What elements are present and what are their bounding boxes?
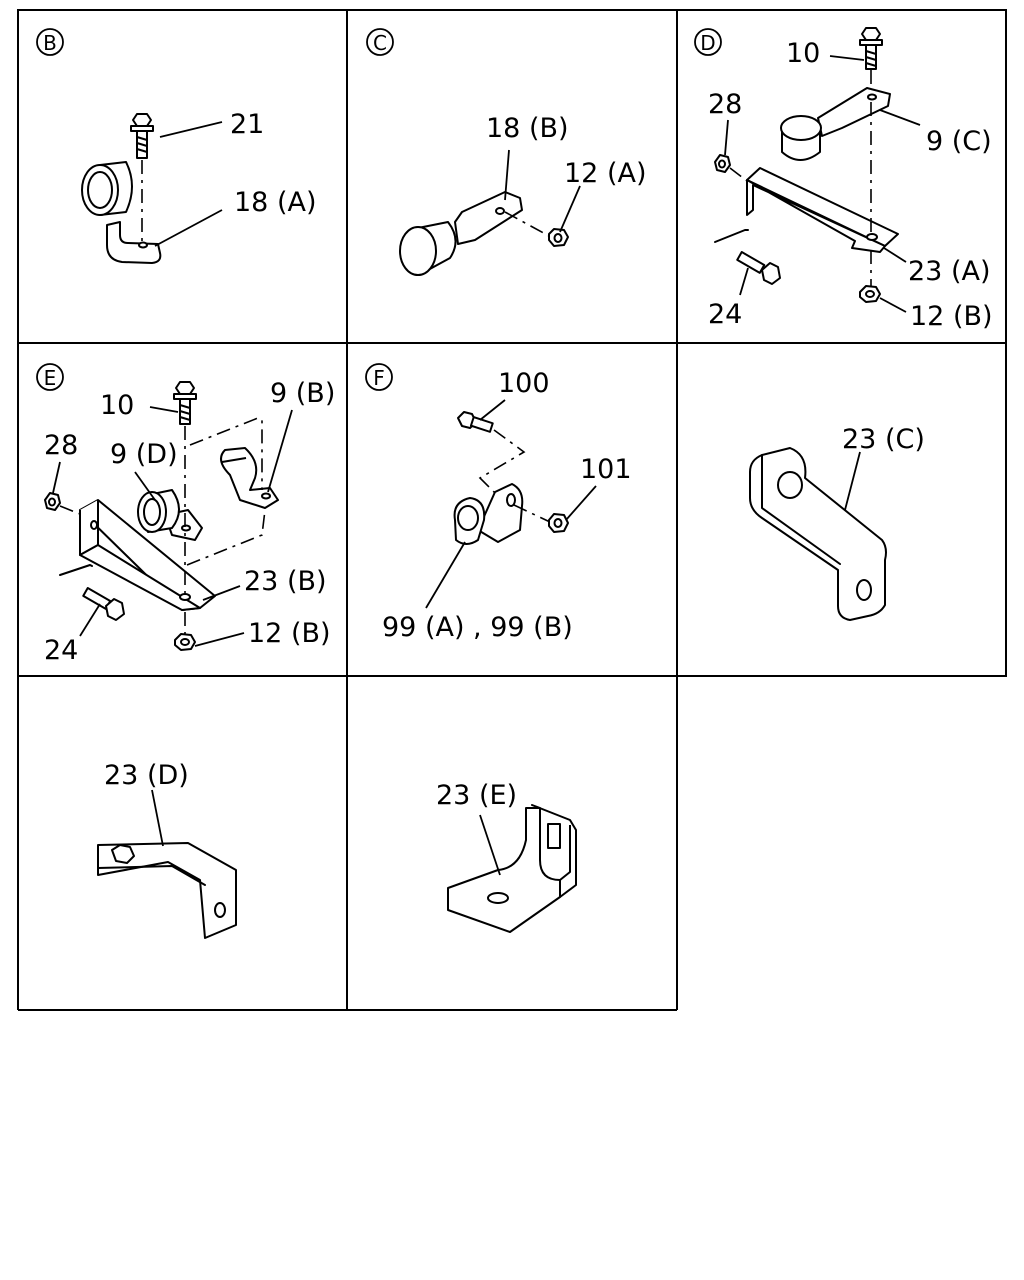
- panel-b-marker: B: [36, 28, 64, 56]
- nut-12a-icon: [548, 228, 569, 247]
- panel-f: F 100 101 99 (A) , 99 (B): [365, 363, 632, 643]
- label-12a: 12 (A): [564, 158, 646, 189]
- bracket-23a-icon: [746, 167, 899, 253]
- panel-c: C 18 (B) 12 (A): [366, 28, 646, 276]
- panel-b-marker-text: B: [43, 31, 57, 55]
- panel-c-marker-text: C: [373, 31, 387, 55]
- label-24: 24: [708, 299, 742, 330]
- clamp-18b-icon: [399, 191, 523, 276]
- label-18a: 18 (A): [234, 187, 316, 218]
- label-10: 10: [786, 38, 820, 69]
- label-100: 100: [498, 368, 550, 399]
- label-9c: 9 (C): [926, 126, 992, 157]
- clamp-9b-icon: [220, 447, 279, 509]
- clamp-9c-icon: [780, 87, 891, 161]
- label-23e: 23 (E): [436, 780, 517, 811]
- panel-23e: 23 (E): [436, 780, 577, 933]
- panel-f-marker: F: [365, 363, 393, 391]
- label-12b: 12 (B): [910, 301, 993, 332]
- bolt-24-icon: [736, 251, 781, 285]
- label-23c: 23 (C): [842, 424, 925, 455]
- bolt-21-icon: [130, 113, 154, 159]
- panel-grid: [17, 9, 1007, 1011]
- label-9d: 9 (D): [110, 439, 178, 470]
- label-9b: 9 (B): [270, 378, 335, 409]
- bracket-23e-icon: [447, 804, 577, 933]
- clamp-9d-icon: [137, 489, 203, 541]
- label-23d: 23 (D): [104, 760, 189, 791]
- label-18b: 18 (B): [486, 113, 569, 144]
- label-24: 24: [44, 635, 78, 666]
- clamp-18a-icon: [81, 161, 162, 264]
- label-12b: 12 (B): [248, 618, 331, 649]
- panel-d-marker-text: D: [700, 31, 715, 55]
- label-10: 10: [100, 390, 134, 421]
- panel-e: E: [36, 363, 335, 666]
- nut-12b-icon: [859, 285, 881, 303]
- panel-e-marker-text: E: [44, 366, 57, 390]
- nut-12b-icon: [174, 633, 196, 651]
- label-28: 28: [44, 430, 78, 461]
- label-23b: 23 (B): [244, 566, 327, 597]
- label-28: 28: [708, 89, 742, 120]
- nut-28-icon: [44, 492, 61, 511]
- bolt-10-icon: [859, 27, 883, 70]
- panel-d: D: [694, 27, 993, 332]
- bracket-23d-icon: [97, 842, 237, 939]
- label-101: 101: [580, 454, 632, 485]
- label-99: 99 (A) , 99 (B): [382, 612, 573, 643]
- label-23a: 23 (A): [908, 256, 990, 287]
- bracket-23c-icon: [749, 447, 887, 621]
- bolt-100-icon: [457, 411, 494, 433]
- clamp-99-icon: [453, 483, 524, 545]
- bolt-10-icon: [173, 381, 197, 425]
- panel-e-marker: E: [36, 363, 64, 391]
- panel-d-marker: D: [694, 28, 722, 56]
- panel-23d: 23 (D): [97, 760, 237, 939]
- panel-23c: 23 (C): [749, 424, 925, 621]
- label-21: 21: [230, 109, 264, 140]
- panel-c-marker: C: [366, 28, 394, 56]
- panel-f-marker-text: F: [373, 366, 385, 390]
- nut-101-icon: [548, 513, 569, 533]
- nut-28-icon: [714, 154, 731, 173]
- bolt-24-icon: [82, 587, 125, 621]
- panel-b: B 21 18 (A): [36, 28, 316, 264]
- bracket-23b-icon: [79, 499, 216, 611]
